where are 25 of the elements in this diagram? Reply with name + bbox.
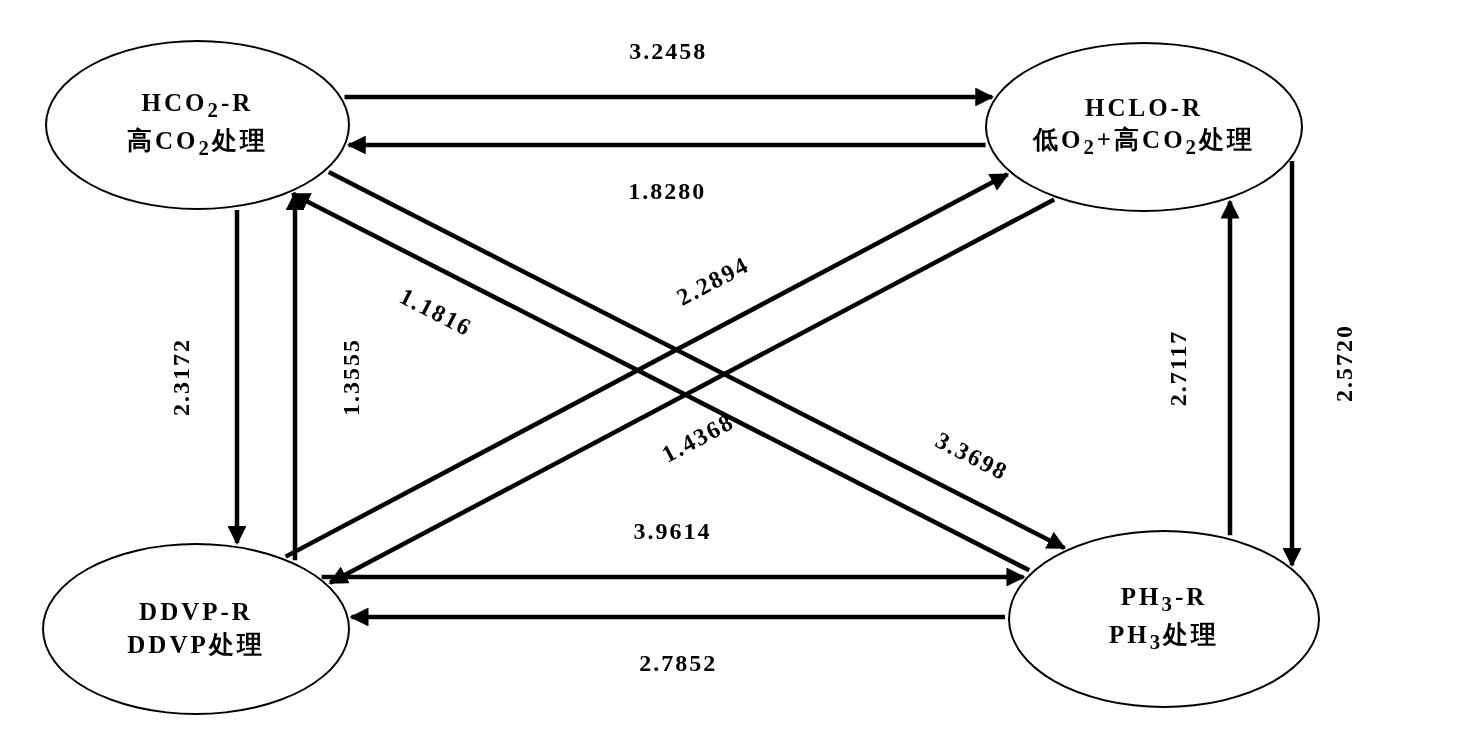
edge-label: 3.9614 bbox=[633, 519, 712, 543]
arrow bbox=[349, 607, 1006, 627]
node-text: PH$_{3}$处理 bbox=[1108, 621, 1220, 655]
node-text: HCLO-R bbox=[1085, 93, 1203, 123]
edge-label: 1.3555 bbox=[339, 337, 363, 416]
node-text: 高CO$_{2}$处理 bbox=[127, 127, 268, 161]
arrow bbox=[327, 170, 1067, 550]
edge-label: 2.5720 bbox=[1332, 324, 1356, 403]
node-text: DDVP处理 bbox=[127, 631, 265, 660]
edge-label: 3.2458 bbox=[629, 39, 708, 63]
edge-label: 2.7852 bbox=[639, 651, 718, 675]
arrow bbox=[1220, 199, 1240, 536]
arrow bbox=[346, 135, 986, 155]
arrow bbox=[227, 210, 247, 545]
node-text: 低O$_{2}$+高CO$_{2}$处理 bbox=[1032, 126, 1255, 161]
arrow bbox=[321, 567, 1026, 587]
edge-label: 1.8280 bbox=[628, 179, 707, 203]
arrow bbox=[1282, 161, 1302, 567]
edge-label: 2.3172 bbox=[169, 337, 193, 416]
node-text: HCO$_{2}$-R bbox=[141, 89, 254, 123]
node-text: DDVP-R bbox=[139, 598, 253, 627]
node-text: PH$_{3}$-R bbox=[1120, 583, 1208, 617]
arrow bbox=[285, 191, 305, 561]
arrow bbox=[344, 87, 995, 107]
edge-label: 2.7117 bbox=[1166, 330, 1190, 407]
